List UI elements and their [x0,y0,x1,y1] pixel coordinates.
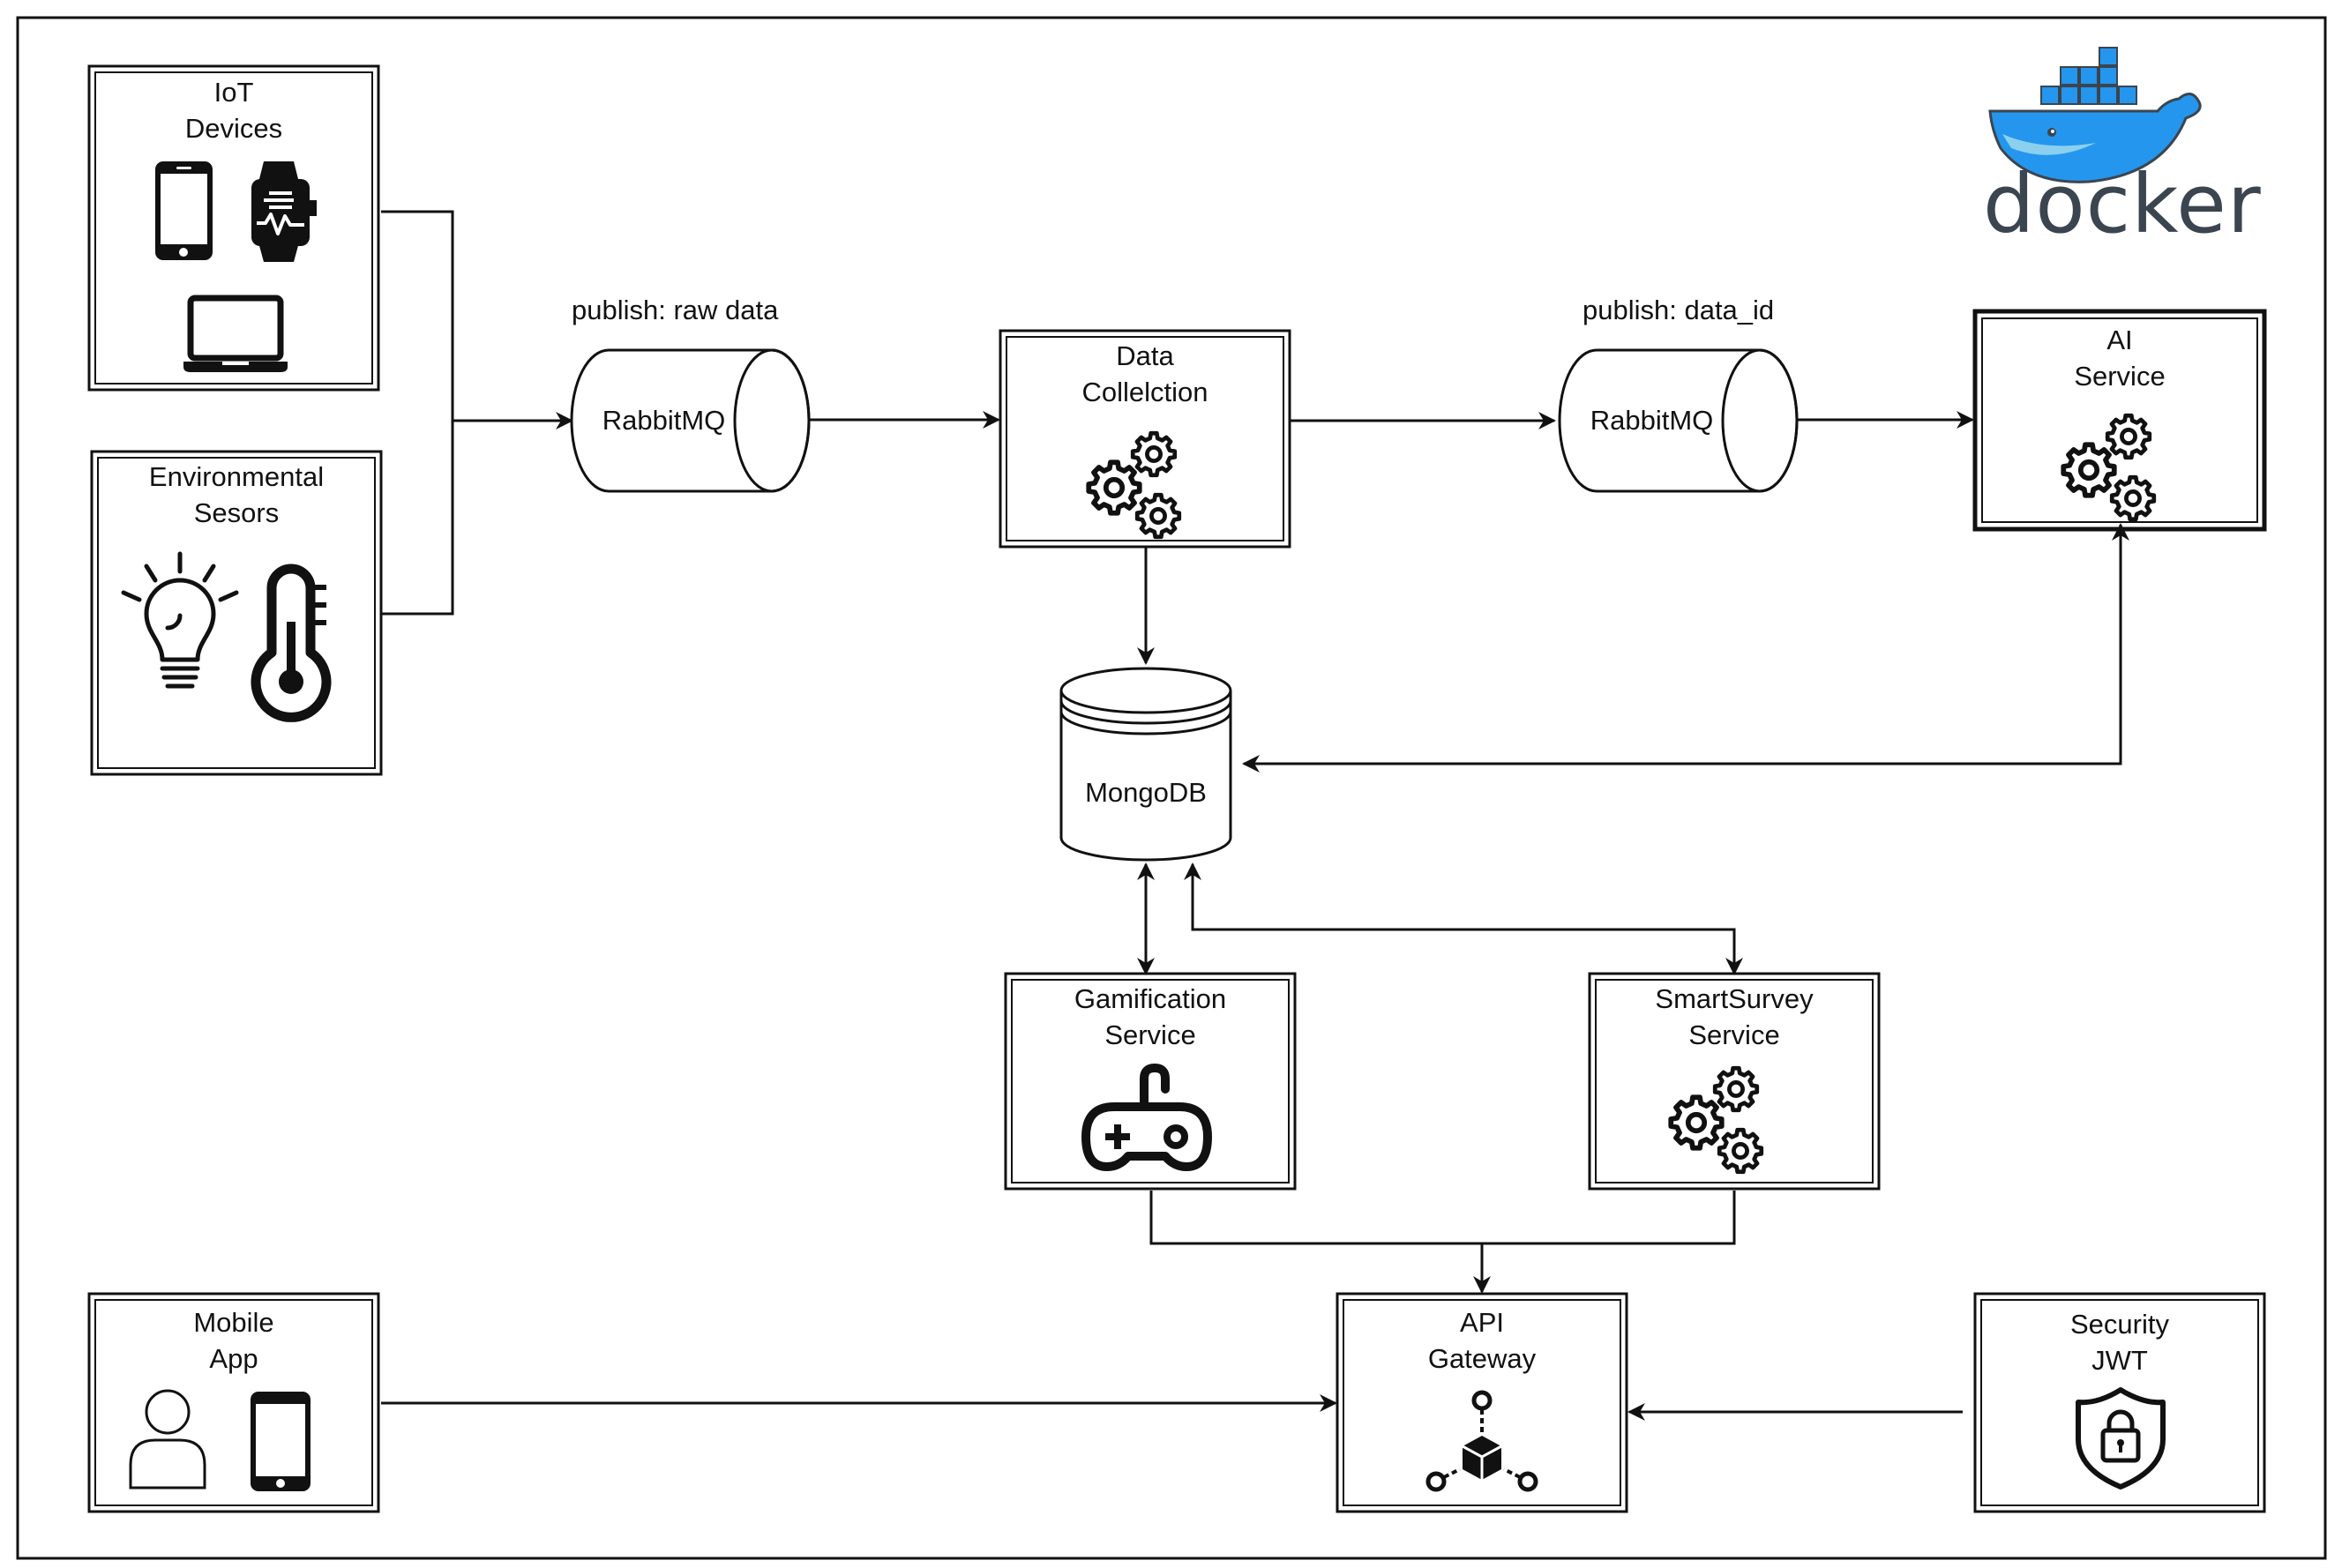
gamification-title: Gamification Service [1006,981,1295,1053]
rabbitmq-raw-label: RabbitMQ [602,405,726,436]
gamification-title-line2: Service [1104,1019,1196,1050]
smartsurvey-title-line2: Service [1688,1019,1780,1050]
mongodb-cylinder [1059,667,1232,862]
security-title-line1: Security [2070,1309,2169,1340]
iot-devices-title-line2: Devices [184,113,283,144]
api-gateway-title-line1: API [1460,1307,1504,1338]
docker-whale-icon [1988,47,2202,183]
iot-devices-box [87,64,380,392]
api-gateway-title-line2: Gateway [1427,1343,1537,1374]
data-collection-title-line1: Data [1116,340,1174,371]
laptop-icon [183,295,288,372]
environmental-sensors-title-line2: Sesors [193,497,280,528]
data-collection-title-line2: Collelction [1081,377,1208,407]
environmental-sensors-box [90,450,383,776]
ai-service-title-line2: Service [2074,361,2166,392]
network-hub-icon [1425,1390,1538,1492]
smartsurvey-title: SmartSurvey Service [1590,981,1879,1053]
connectors [381,210,2129,1421]
light-bulb-icon [121,551,239,689]
ai-service-box [1972,309,2267,532]
environmental-sensors-title-line1: Environmental [148,461,325,492]
security-title-line2: JWT [2091,1345,2148,1376]
mobile-app-title: Mobile App [89,1304,378,1377]
rabbitmq-queue-raw [570,348,811,493]
smartsurvey-box [1588,972,1881,1191]
iot-devices-title-line1: IoT [213,77,254,108]
gears-icon [1089,433,1179,537]
mobile-app-title-line1: Mobile [193,1307,274,1338]
connector-services-bracket [1149,1191,1736,1245]
arrow-ai-service-mongodb [1242,523,2129,773]
ai-service-title-line1: AI [2106,325,2133,355]
rabbitmq-raw-caption: publish: raw data [572,295,779,325]
gamepad-icon [1081,1063,1212,1171]
data-collection-title: Data Collelction [1000,338,1290,410]
rabbitmq-id-caption: publish: data_id [1583,295,1775,325]
arrow-mongodb-smartsurvey [1184,862,1743,975]
gears-icon [2063,415,2154,519]
user-icon [129,1389,206,1490]
data-collection-box [999,329,1291,549]
security-title: Security JWT [1975,1306,2264,1378]
outer-frame [16,16,2327,1560]
smartphone-icon [251,1392,311,1491]
smartwatch-icon [251,161,317,262]
environmental-sensors-title: Environmental Sesors [92,459,381,531]
smartsurvey-title-line1: SmartSurvey [1655,983,1814,1014]
thermometer-icon [251,564,332,722]
gamification-title-line1: Gamification [1074,983,1227,1014]
mobile-app-title-line2: App [209,1343,258,1374]
rabbitmq-id-label: RabbitMQ [1590,405,1714,436]
docker-wordmark: docker [1983,157,2262,251]
rabbitmq-queue-id [1558,348,1799,493]
gamification-box [1004,972,1297,1191]
mobile-app-box [87,1292,380,1513]
iot-devices-title: IoT Devices [89,74,378,146]
api-gateway-box [1336,1292,1628,1513]
security-box [1973,1292,2266,1513]
smartphone-icon [155,161,213,260]
shield-lock-icon [2076,1387,2166,1490]
gears-icon [1671,1068,1762,1172]
mongodb-label: MongoDB [1085,777,1207,808]
api-gateway-title: API Gateway [1337,1304,1627,1377]
boxes [87,64,2267,1513]
ai-service-title: AI Service [1975,322,2264,394]
connector-sources-bracket [381,210,454,616]
